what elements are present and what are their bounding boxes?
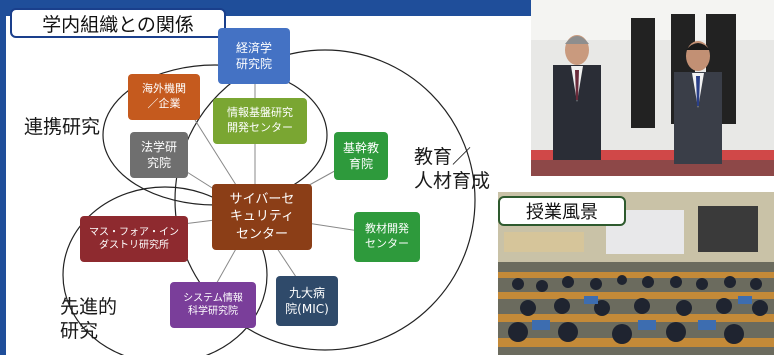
core-education-node: 基幹教 育院 — [334, 132, 388, 180]
overseas-node: 海外機関 ／企業 — [128, 74, 200, 120]
building-entrance-photo — [531, 0, 774, 176]
math-forum-node: マス・フォア・イン ダストリ研究所 — [80, 216, 188, 262]
materials-center-node: 教材開発 センター — [354, 212, 420, 262]
education-label: 教育／ 人材育成 — [414, 146, 491, 192]
education-ring — [174, 49, 476, 351]
collaboration-label: 連携研究 — [24, 116, 101, 138]
page-title: 学内組織との関係 — [10, 8, 226, 38]
hospital-node: 九大病 院(MIC) — [276, 276, 338, 326]
system-info-node: システム情報 科学研究院 — [170, 282, 256, 328]
photo-caption: 授業風景 — [498, 196, 626, 226]
left-accent-bar — [0, 16, 6, 355]
advanced-ring — [62, 186, 268, 355]
info-platform-node: 情報基盤研究 開発センター — [213, 98, 307, 144]
economics-node: 経済学 研究院 — [218, 28, 290, 84]
advanced-label: 先進的 研究 — [60, 296, 118, 342]
law-node: 法学研 究院 — [130, 132, 188, 178]
cyber-security-center-node: サイバーセ キュリティ センター — [212, 184, 312, 250]
